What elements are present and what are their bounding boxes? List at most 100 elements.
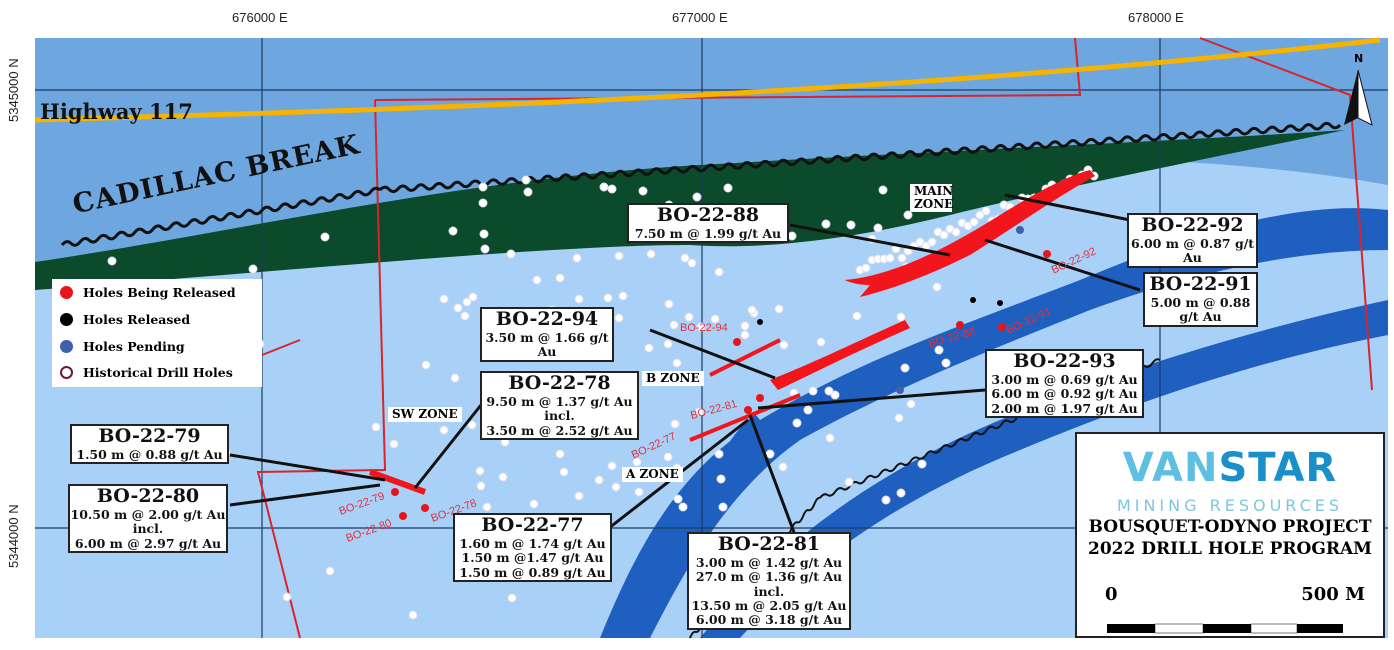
historical-hole: [896, 312, 906, 322]
historical-hole: [468, 292, 478, 302]
historical-hole: [475, 466, 485, 476]
historical-hole: [714, 267, 724, 277]
historical-hole: [320, 232, 330, 242]
cadillac-break-line: [60, 121, 1342, 247]
legend-item-being-released: Holes Being Released: [60, 285, 236, 300]
program-title: 2022 DRILL HOLE PROGRAM: [1088, 539, 1372, 560]
historical-hole: [861, 263, 871, 273]
easting-label-678000: 678000 E: [1128, 10, 1184, 25]
historical-hole: [710, 314, 720, 324]
historical-hole: [523, 187, 533, 197]
historical-hole: [714, 449, 724, 459]
historical-hole: [787, 231, 797, 241]
historical-hole: [894, 413, 904, 423]
historical-hole: [825, 433, 835, 443]
north-arrow: [1344, 69, 1373, 126]
historical-hole: [747, 305, 757, 315]
historical-hole: [478, 198, 488, 208]
historical-hole: [460, 311, 470, 321]
historical-hole: [450, 373, 460, 383]
historical-hole: [663, 452, 673, 462]
historical-hole: [934, 345, 944, 355]
zone-label-main: MAIN ZONE: [910, 184, 953, 213]
highway-117-line: [34, 37, 1381, 123]
historical-hole: [981, 206, 991, 216]
historical-hole: [572, 253, 582, 263]
historical-hole: [663, 339, 673, 349]
historical-hole: [107, 256, 117, 266]
historical-hole: [594, 475, 604, 485]
historical-hole: [462, 297, 472, 307]
historical-hole: [941, 358, 951, 368]
historical-hole: [673, 494, 683, 504]
title-block: VANSTAR MINING RESOURCES BOUSQUET-ODYNO …: [1075, 432, 1385, 638]
historical-hole: [408, 610, 418, 620]
easting-label-676000: 676000 E: [232, 10, 288, 25]
collar-bo-22-91: [998, 323, 1006, 331]
historical-hole: [808, 386, 818, 396]
legend-item-pending: Holes Pending: [60, 339, 185, 354]
historical-hole: [507, 593, 517, 603]
historical-hole: [611, 482, 621, 492]
historical-hole: [932, 282, 942, 292]
blue-dot-icon: [60, 340, 73, 353]
historical-hole: [824, 386, 834, 396]
collar-bo-22-78: [421, 504, 429, 512]
historical-hole: [371, 422, 381, 432]
historical-hole: [521, 175, 531, 185]
historical-hole: [873, 223, 883, 233]
historical-hole: [694, 407, 704, 417]
red-dot-icon: [60, 286, 73, 299]
historical-hole: [467, 420, 477, 430]
historical-hole: [421, 360, 431, 370]
black-dot-icon: [60, 313, 73, 326]
scale-end: 500 M: [1301, 584, 1365, 605]
historical-hole: [906, 399, 916, 409]
open-circle-icon: [60, 366, 73, 379]
historical-hole: [723, 183, 733, 193]
historical-hole: [607, 461, 617, 471]
historical-hole: [638, 186, 648, 196]
legend-item-historical: Historical Drill Holes: [60, 365, 233, 380]
hole-label-bo-22-94: BO-22-94: [680, 322, 728, 334]
historical-hole: [878, 185, 888, 195]
north-label: N: [1354, 52, 1363, 65]
historical-hole: [248, 264, 258, 274]
historical-hole: [389, 439, 399, 449]
historical-hole: [555, 273, 565, 283]
historical-hole: [792, 418, 802, 428]
zone-label-sw: SW ZONE: [388, 407, 462, 423]
historical-hole: [599, 182, 609, 192]
historical-hole: [644, 343, 654, 353]
collar-bo-22-81: [756, 394, 764, 402]
historical-hole: [506, 249, 516, 259]
historical-hole: [574, 491, 584, 501]
historical-hole: [852, 311, 862, 321]
historical-hole: [476, 481, 486, 491]
historical-hole: [778, 462, 788, 472]
historical-hole: [881, 495, 891, 505]
easting-label-677000: 677000 E: [672, 10, 728, 25]
historical-hole: [687, 258, 697, 268]
historical-hole: [927, 237, 937, 247]
historical-hole: [632, 457, 642, 467]
historical-hole: [844, 477, 854, 487]
historical-hole: [846, 220, 856, 230]
collar-bo-22-88: [956, 321, 964, 329]
historical-hole: [439, 425, 449, 435]
historical-hole: [896, 488, 906, 498]
collar-bo-22-77: [744, 406, 752, 414]
historical-hole: [696, 322, 706, 332]
historical-hole: [680, 253, 690, 263]
collar-bo-22-80: [399, 512, 407, 520]
scale-start: 0: [1105, 584, 1118, 605]
historical-hole: [917, 459, 927, 469]
historical-hole: [779, 340, 789, 350]
